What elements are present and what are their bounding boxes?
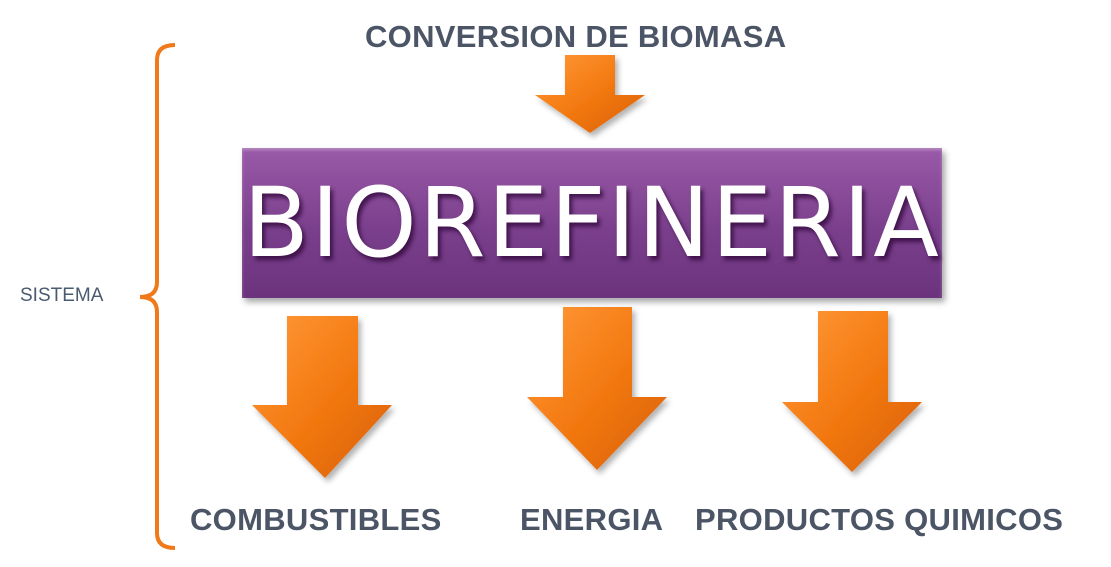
bracket: [139, 43, 176, 550]
biorefineria-title: BIOREFINERIA: [243, 167, 941, 279]
top-label: CONVERSION DE BIOMASA: [365, 19, 787, 54]
output-label-combustibles: COMBUSTIBLES: [190, 502, 442, 537]
arrow-energia: [527, 307, 667, 470]
output-label-energia: ENERGIA: [520, 502, 664, 537]
arrow-productos-quimicos: [782, 311, 922, 472]
arrow-combustibles: [252, 316, 392, 478]
output-label-productos-quimicos: PRODUCTOS QUIMICOS: [695, 502, 1064, 537]
biorefineria-box: BIOREFINERIA: [242, 148, 942, 298]
arrow-input: [535, 55, 645, 133]
bracket-label: SISTEMA: [20, 285, 104, 306]
